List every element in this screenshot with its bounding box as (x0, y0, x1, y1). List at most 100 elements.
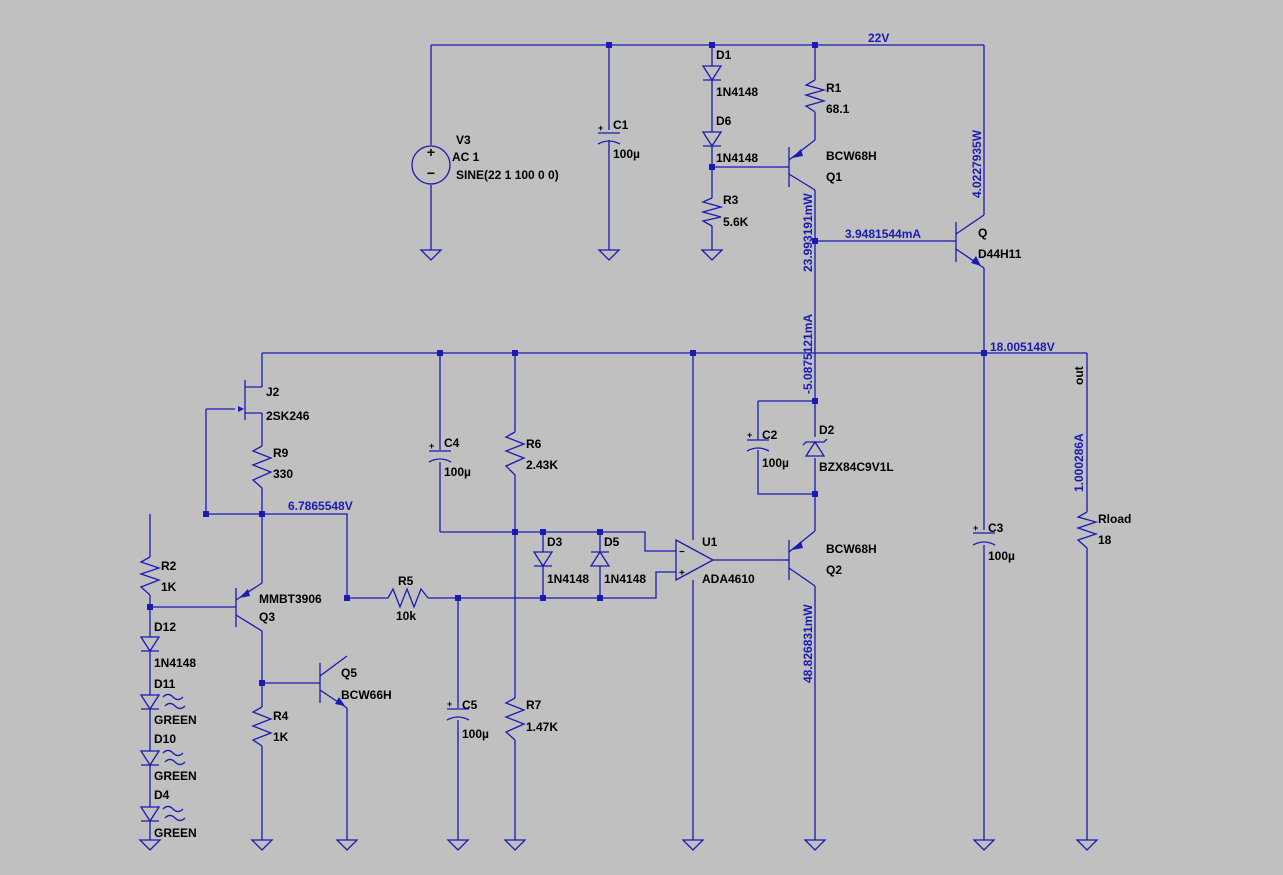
source-v3[interactable]: + − (411, 144, 451, 185)
wires-left (149, 353, 348, 840)
readout-q1-power: 23.993191mW (801, 193, 815, 272)
svg-text:−: − (679, 547, 685, 558)
led-d4[interactable] (139, 805, 186, 823)
q5-label: Q5 (341, 666, 357, 680)
r1-label: R1 (826, 81, 842, 95)
r3-label: R3 (723, 193, 739, 207)
r3-value: 5.6K (723, 215, 749, 229)
ground-symbols (138, 249, 1099, 851)
d12-value: 1N4148 (154, 656, 196, 670)
svg-text:−: − (427, 165, 435, 181)
c3-value: 100µ (988, 549, 1015, 563)
v3-sine-label: SINE(22 1 100 0 0) (456, 168, 559, 182)
jfet-j2[interactable] (238, 380, 263, 420)
j2-model: 2SK246 (266, 409, 310, 423)
led-d10[interactable] (139, 749, 186, 767)
d5-value: 1N4148 (604, 572, 646, 586)
r9-value: 330 (273, 467, 293, 481)
transistor-q3[interactable] (235, 582, 263, 632)
diode-d6[interactable] (701, 131, 723, 148)
readout-load-current: 1.000286A (1072, 433, 1086, 492)
capacitor-c2[interactable]: + (746, 430, 770, 452)
led-d11[interactable] (139, 693, 186, 711)
transistor-q1[interactable] (780, 139, 816, 191)
resistor-rload[interactable] (1075, 511, 1099, 549)
c2-label: C2 (762, 428, 778, 442)
d5-label: D5 (604, 535, 620, 549)
svg-text:+: + (427, 144, 435, 160)
d3-value: 1N4148 (547, 572, 589, 586)
capacitor-c3[interactable]: + (972, 523, 996, 546)
resistor-r7[interactable] (504, 697, 526, 741)
diode-d5[interactable] (589, 550, 611, 567)
r1-value: 68.1 (826, 102, 850, 116)
rload-value: 18 (1098, 533, 1112, 547)
j2-label: J2 (266, 385, 280, 399)
readout-q-base-current: 3.9481544mA (845, 227, 921, 241)
d4-value: GREEN (154, 826, 197, 840)
opamp-u1[interactable]: − + (675, 538, 715, 582)
net-label-out: out (1072, 366, 1086, 385)
zener-d2[interactable] (802, 438, 828, 457)
capacitor-c5[interactable]: + (446, 699, 470, 721)
r7-label: R7 (526, 698, 542, 712)
readout-ref-voltage: 6.7865548V (288, 499, 353, 513)
d1-label: D1 (716, 48, 732, 62)
r9-label: R9 (273, 446, 289, 460)
svg-text:+: + (598, 123, 603, 133)
d11-label: D11 (154, 677, 176, 691)
svg-text:+: + (747, 430, 752, 440)
d10-value: GREEN (154, 769, 197, 783)
svg-text:+: + (447, 699, 452, 709)
capacitor-c1[interactable]: + (597, 123, 621, 145)
d6-label: D6 (716, 114, 732, 128)
r4-value: 1K (273, 730, 289, 744)
junction-dots (147, 42, 987, 686)
readout-22v: 22V (868, 31, 889, 45)
capacitor-c4[interactable]: + (428, 441, 452, 463)
d12-label: D12 (154, 620, 176, 634)
readout-q2-power: 48.826831mW (801, 604, 815, 683)
c1-value: 100µ (613, 147, 640, 161)
r7-value: 1.47K (526, 720, 558, 734)
c4-value: 100µ (444, 465, 471, 479)
u1-label: U1 (702, 535, 718, 549)
c4-label: C4 (444, 436, 460, 450)
r2-value: 1K (161, 580, 177, 594)
v3-label: V3 (456, 133, 471, 147)
readout-q-power: 4.0227935W (970, 129, 984, 198)
d10-label: D10 (154, 732, 176, 746)
r5-value: 10k (396, 609, 416, 623)
d2-value: BZX84C9V1L (819, 460, 894, 474)
r6-label: R6 (526, 437, 542, 451)
r4-label: R4 (273, 709, 289, 723)
u1-model: ADA4610 (702, 572, 755, 586)
d6-value: 1N4148 (716, 151, 758, 165)
wires-middle (262, 352, 1088, 840)
r6-value: 2.43K (526, 458, 558, 472)
transistor-q2[interactable] (780, 530, 816, 587)
c1-label: C1 (613, 118, 629, 132)
c5-value: 100µ (462, 727, 489, 741)
resistor-r1[interactable] (803, 79, 827, 113)
q2-label: Q2 (826, 563, 842, 577)
resistor-r6[interactable] (504, 431, 526, 476)
r2-label: R2 (161, 559, 177, 573)
transistor-q[interactable] (947, 214, 985, 269)
r5-label: R5 (398, 574, 414, 588)
d1-value: 1N4148 (716, 85, 758, 99)
resistor-r4[interactable] (251, 706, 273, 747)
resistor-r2[interactable] (138, 556, 162, 596)
c3-label: C3 (988, 521, 1004, 535)
rload-label: Rload (1098, 512, 1131, 526)
diode-d3[interactable] (532, 551, 554, 568)
resistor-r5[interactable] (387, 587, 429, 609)
diode-d12[interactable] (139, 636, 161, 653)
transistor-q5[interactable] (319, 655, 348, 709)
resistor-r9[interactable] (251, 445, 273, 489)
readout-d2-current: -5.0875121mA (801, 314, 815, 394)
resistor-r3[interactable] (700, 197, 724, 227)
diode-d1[interactable] (701, 65, 723, 82)
v3-ac-label: AC 1 (452, 150, 480, 164)
